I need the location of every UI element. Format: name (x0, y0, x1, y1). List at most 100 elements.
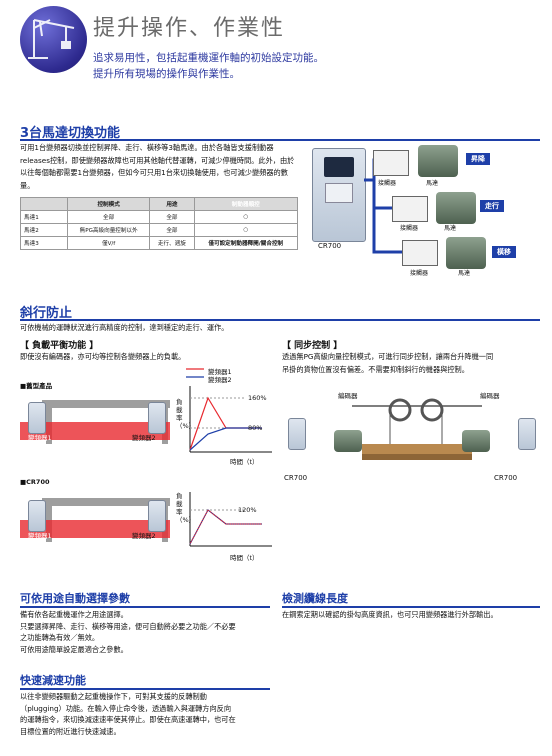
contactor-label: 接觸器 (378, 180, 397, 187)
motor-label: 馬達 (444, 225, 457, 232)
crane-illustration-old: 變頻器1 變頻器2 (20, 392, 170, 450)
sync-drive-left (288, 418, 306, 450)
sync-drive-label-left: CR700 (284, 474, 308, 482)
inverter-label-1: 變頻器1 (28, 434, 52, 442)
contactor-3-image (402, 240, 438, 266)
motor-1-image (418, 145, 458, 177)
contactor-label: 接觸器 (400, 225, 419, 232)
new-value-label-120: 120% (238, 506, 257, 514)
section-divider (20, 139, 540, 141)
motor-2-image (436, 192, 476, 224)
table-cell: 馬達2 (20, 223, 68, 237)
old-value-label-80: 80% (248, 424, 263, 432)
table-row: 馬達3 僅V/f 走行、週旋 僅可設定制動器釋開/關合控制 (20, 236, 299, 250)
table-header-cell (20, 197, 68, 211)
cr700-label: ■CR700 (20, 478, 50, 486)
crane-illustration-cr700: 變頻器1 變頻器2 (20, 490, 170, 548)
section-divider (20, 319, 540, 321)
table-cell: ○ (193, 223, 299, 237)
table-header-row: 控制模式 用途 制動器順控 (20, 197, 299, 211)
wire-detect-text: 在鋼索定期以確認的掛勾高度資訊，也可只用變頻器進行外部輸出。 (282, 610, 498, 619)
contactor-2-image (392, 196, 428, 222)
encoder-label-right: 編碼器 (480, 392, 500, 400)
page-subtitle: 追求易用性，包括起重機運作軸的初始設定功能。 提升所有現場的操作與作業性。 (93, 50, 324, 82)
table-cell: 馬達1 (20, 210, 68, 224)
table-header-cell: 制動器順控 (193, 197, 299, 211)
subtitle-line-1: 追求易用性，包括起重機運作軸的初始設定功能。 (93, 52, 324, 64)
fast-decel-line: 以往非變頻器驅動之起重機操作下，可對其支援的反轉制動 (20, 692, 207, 701)
section-title-auto-param: 可依用途自動選擇參數 (20, 592, 130, 605)
x-axis-label: 時間（t） (230, 458, 259, 466)
encoder-label-left: 編碼器 (338, 392, 358, 400)
fast-decel-line: （plugging）功能。在輸入停止命令後，透過輸入與運轉方向反向 (20, 703, 232, 713)
table-cell: 僅可設定制動器釋開/關合控制 (193, 236, 299, 250)
x-axis-label: 時間（t） (230, 554, 259, 562)
motor-switch-paragraph: 可用1台變頻器切換並控制昇降、走行、橫移等3軸馬達。由於各軸皆支援制動器rele… (20, 143, 295, 190)
fast-decel-line: 目標位置的附近進行快速減速。 (20, 726, 121, 736)
contactor-1-image (373, 150, 409, 176)
sync-motor-right (462, 430, 490, 452)
drive-label: CR700 (318, 242, 342, 250)
table-header-cell: 控制模式 (66, 197, 151, 211)
inverter-label-1: 變頻器1 (28, 532, 52, 540)
auto-param-line: 之功能轉為有效／無效。 (20, 633, 100, 642)
axis-tag-traverse: 橫移 (492, 246, 516, 258)
sync-desc-line-1: 透過無PG高級向量控制模式，可進行同步控制，讓兩台升降機一同 (282, 352, 494, 361)
crane-logo-icon (20, 6, 87, 73)
sync-diagram: 編碼器 編碼器 CR700 CR700 (282, 388, 540, 488)
section-divider (20, 606, 270, 608)
axis-tag-hoist: 昇降 (466, 153, 490, 165)
table-cell: 全部 (149, 210, 195, 224)
table-cell: 僅V/f (66, 236, 151, 250)
inverter-label-2: 變頻器2 (132, 532, 156, 540)
old-product-label: ■舊型產品 (20, 382, 53, 390)
table-cell: ○ (193, 210, 299, 224)
inverter-label-2: 變頻器2 (132, 434, 156, 442)
cr700-drive-image (312, 148, 366, 242)
motor-label: 馬達 (458, 270, 471, 277)
auto-param-line: 可依用途簡單設定最適合之參數。 (20, 644, 128, 654)
table-cell: 馬達3 (20, 236, 68, 250)
motor-label: 馬達 (426, 180, 439, 187)
section-title-anti-sway: 斜行防止 (20, 306, 73, 321)
legend-series-2: 變頻器2 (208, 376, 232, 384)
page-title: 提升操作、作業性 (93, 16, 286, 41)
section-title-motor-switch: 3台馬達切換功能 (20, 126, 121, 141)
legend-series-1: 變頻器1 (208, 368, 232, 376)
fast-decel-text: 以往非變頻器驅動之起重機操作下，可對其支援的反轉制動 （plugging）功能。… (20, 691, 274, 737)
y-axis-label: 負載率（%） (176, 492, 196, 524)
table-cell: 走行、週旋 (149, 236, 195, 250)
auto-param-line: 只要選擇昇降、走行、橫移等用途，便可自動將必要之功能／不必要 (20, 621, 236, 631)
table-cell: 全部 (66, 210, 151, 224)
sync-title: 【 同步控制 】 (282, 341, 343, 351)
table-cell: 無PG高級向量控制以外 (66, 223, 151, 237)
auto-param-line: 備有依各起重機運作之用途選擇。 (20, 610, 128, 619)
axis-tag-travel: 走行 (480, 200, 504, 212)
subtitle-line-2: 提升所有現場的操作與作業性。 (93, 68, 240, 80)
load-balance-desc: 即使沒有編碼器，亦可均等控制各變頻器上的負載。 (20, 352, 186, 361)
load-chart-old: 160% 80% 時間（t） (186, 384, 276, 466)
sync-motor-left (334, 430, 362, 452)
contactor-label: 接觸器 (410, 270, 429, 277)
table-header-cell: 用途 (149, 197, 195, 211)
section-title-wire-detect: 檢測纜線長度 (282, 592, 348, 605)
section-divider (20, 688, 270, 690)
section-title-fast-decel: 快速減速功能 (20, 674, 86, 687)
anti-sway-intro: 可依機械的運轉狀況進行高精度的控制，達到穩定的走行、運作。 (20, 323, 229, 332)
sync-drive-label-right: CR700 (494, 474, 518, 482)
old-value-label-160: 160% (248, 394, 267, 402)
motor-3-image (446, 237, 486, 269)
auto-param-text: 備有依各起重機運作之用途選擇。 只要選擇昇降、走行、橫移等用途，便可自動將必要之… (20, 609, 274, 655)
sync-desc-line-2: 吊掛的貨物位置沒有偏差。不需要抑制斜行的機器與控制。 (282, 364, 469, 374)
motor-switch-table: 控制模式 用途 制動器順控 馬達1 全部 全部 ○ 馬達2 無PG高級向量控制以… (20, 197, 299, 250)
table-row: 馬達1 全部 全部 ○ (20, 210, 299, 224)
load-balance-title: 【 負載平衡功能 】 (20, 341, 99, 351)
chart-legend-lines (186, 368, 204, 378)
fast-decel-line: 的運轉指令，來切換減速速率使其停止。即使在高速運轉中，也可在 (20, 715, 236, 724)
table-cell: 全部 (149, 223, 195, 237)
sync-drive-right (518, 418, 536, 450)
sync-desc: 透過無PG高級向量控制模式，可進行同步控制，讓兩台升降機一同 吊掛的貨物位置沒有… (282, 351, 540, 376)
table-row: 馬達2 無PG高級向量控制以外 全部 ○ (20, 223, 299, 237)
y-axis-label: 負載率（%） (176, 398, 196, 430)
load-chart-cr700: 120% 時間（t） (186, 490, 276, 562)
